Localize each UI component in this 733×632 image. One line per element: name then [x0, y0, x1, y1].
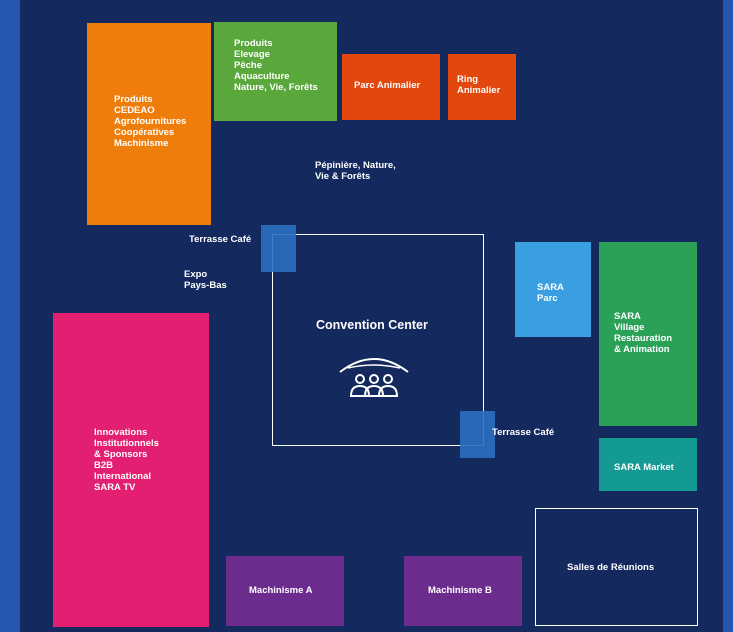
convention-center-icon — [336, 352, 412, 400]
zone-sara-village-label: SARA Village Restauration & Animation — [614, 311, 673, 355]
terrasse-cafe-label-1: Terrasse Café — [189, 234, 252, 245]
zone-sara-village[interactable]: SARA Village Restauration & Animation — [599, 242, 697, 426]
zone-machinisme-a-label: Machinisme A — [249, 585, 313, 596]
zone-sara-parc[interactable]: SARA Parc — [515, 242, 591, 337]
zone-machinisme-b-label: Machinisme B — [428, 585, 492, 596]
zone-parc-animalier-label: Parc Animalier — [354, 80, 421, 91]
terrasse-cafe-area-2[interactable] — [460, 411, 495, 458]
zone-ring-animalier-label: Ring Animalier — [457, 74, 501, 96]
zone-produits-elevage[interactable]: Produits Elevage Pêche Aquaculture Natur… — [214, 22, 337, 121]
zone-machinisme-a[interactable]: Machinisme A — [226, 556, 344, 626]
convention-center[interactable] — [272, 234, 484, 446]
convention-center-title: Convention Center — [316, 318, 428, 332]
left-frame — [0, 0, 20, 632]
zone-sara-market-label: SARA Market — [614, 462, 674, 473]
pepiniere-label: Pépinière, Nature, Vie & Forêts — [315, 160, 396, 182]
terrasse-cafe-area-1[interactable] — [261, 225, 296, 272]
zone-salles-reunions-label: Salles de Réunions — [567, 562, 655, 573]
zone-sara-parc-label: SARA Parc — [537, 282, 564, 304]
zone-innovations-label: Innovations Institutionnels & Sponsors B… — [94, 427, 159, 493]
zone-produits-elevage-label: Produits Elevage Pêche Aquaculture Natur… — [234, 38, 318, 93]
zone-ring-animalier[interactable]: Ring Animalier — [448, 54, 516, 120]
expo-pays-bas-label: Expo Pays-Bas — [184, 269, 227, 291]
zone-produits-cedeao-label: Produits CEDEAO Agrofournitures Coopérat… — [114, 94, 187, 149]
site-map: Produits CEDEAO Agrofournitures Coopérat… — [20, 0, 723, 632]
zone-salles-reunions[interactable] — [535, 508, 698, 626]
zone-sara-market[interactable]: SARA Market — [599, 438, 697, 491]
terrasse-cafe-label-2: Terrasse Café — [492, 427, 555, 438]
zone-produits-cedeao[interactable]: Produits CEDEAO Agrofournitures Coopérat… — [87, 23, 211, 225]
zone-parc-animalier[interactable]: Parc Animalier — [342, 54, 440, 120]
zone-machinisme-b[interactable]: Machinisme B — [404, 556, 522, 626]
right-frame — [723, 0, 733, 632]
zone-innovations[interactable]: Innovations Institutionnels & Sponsors B… — [53, 313, 209, 627]
